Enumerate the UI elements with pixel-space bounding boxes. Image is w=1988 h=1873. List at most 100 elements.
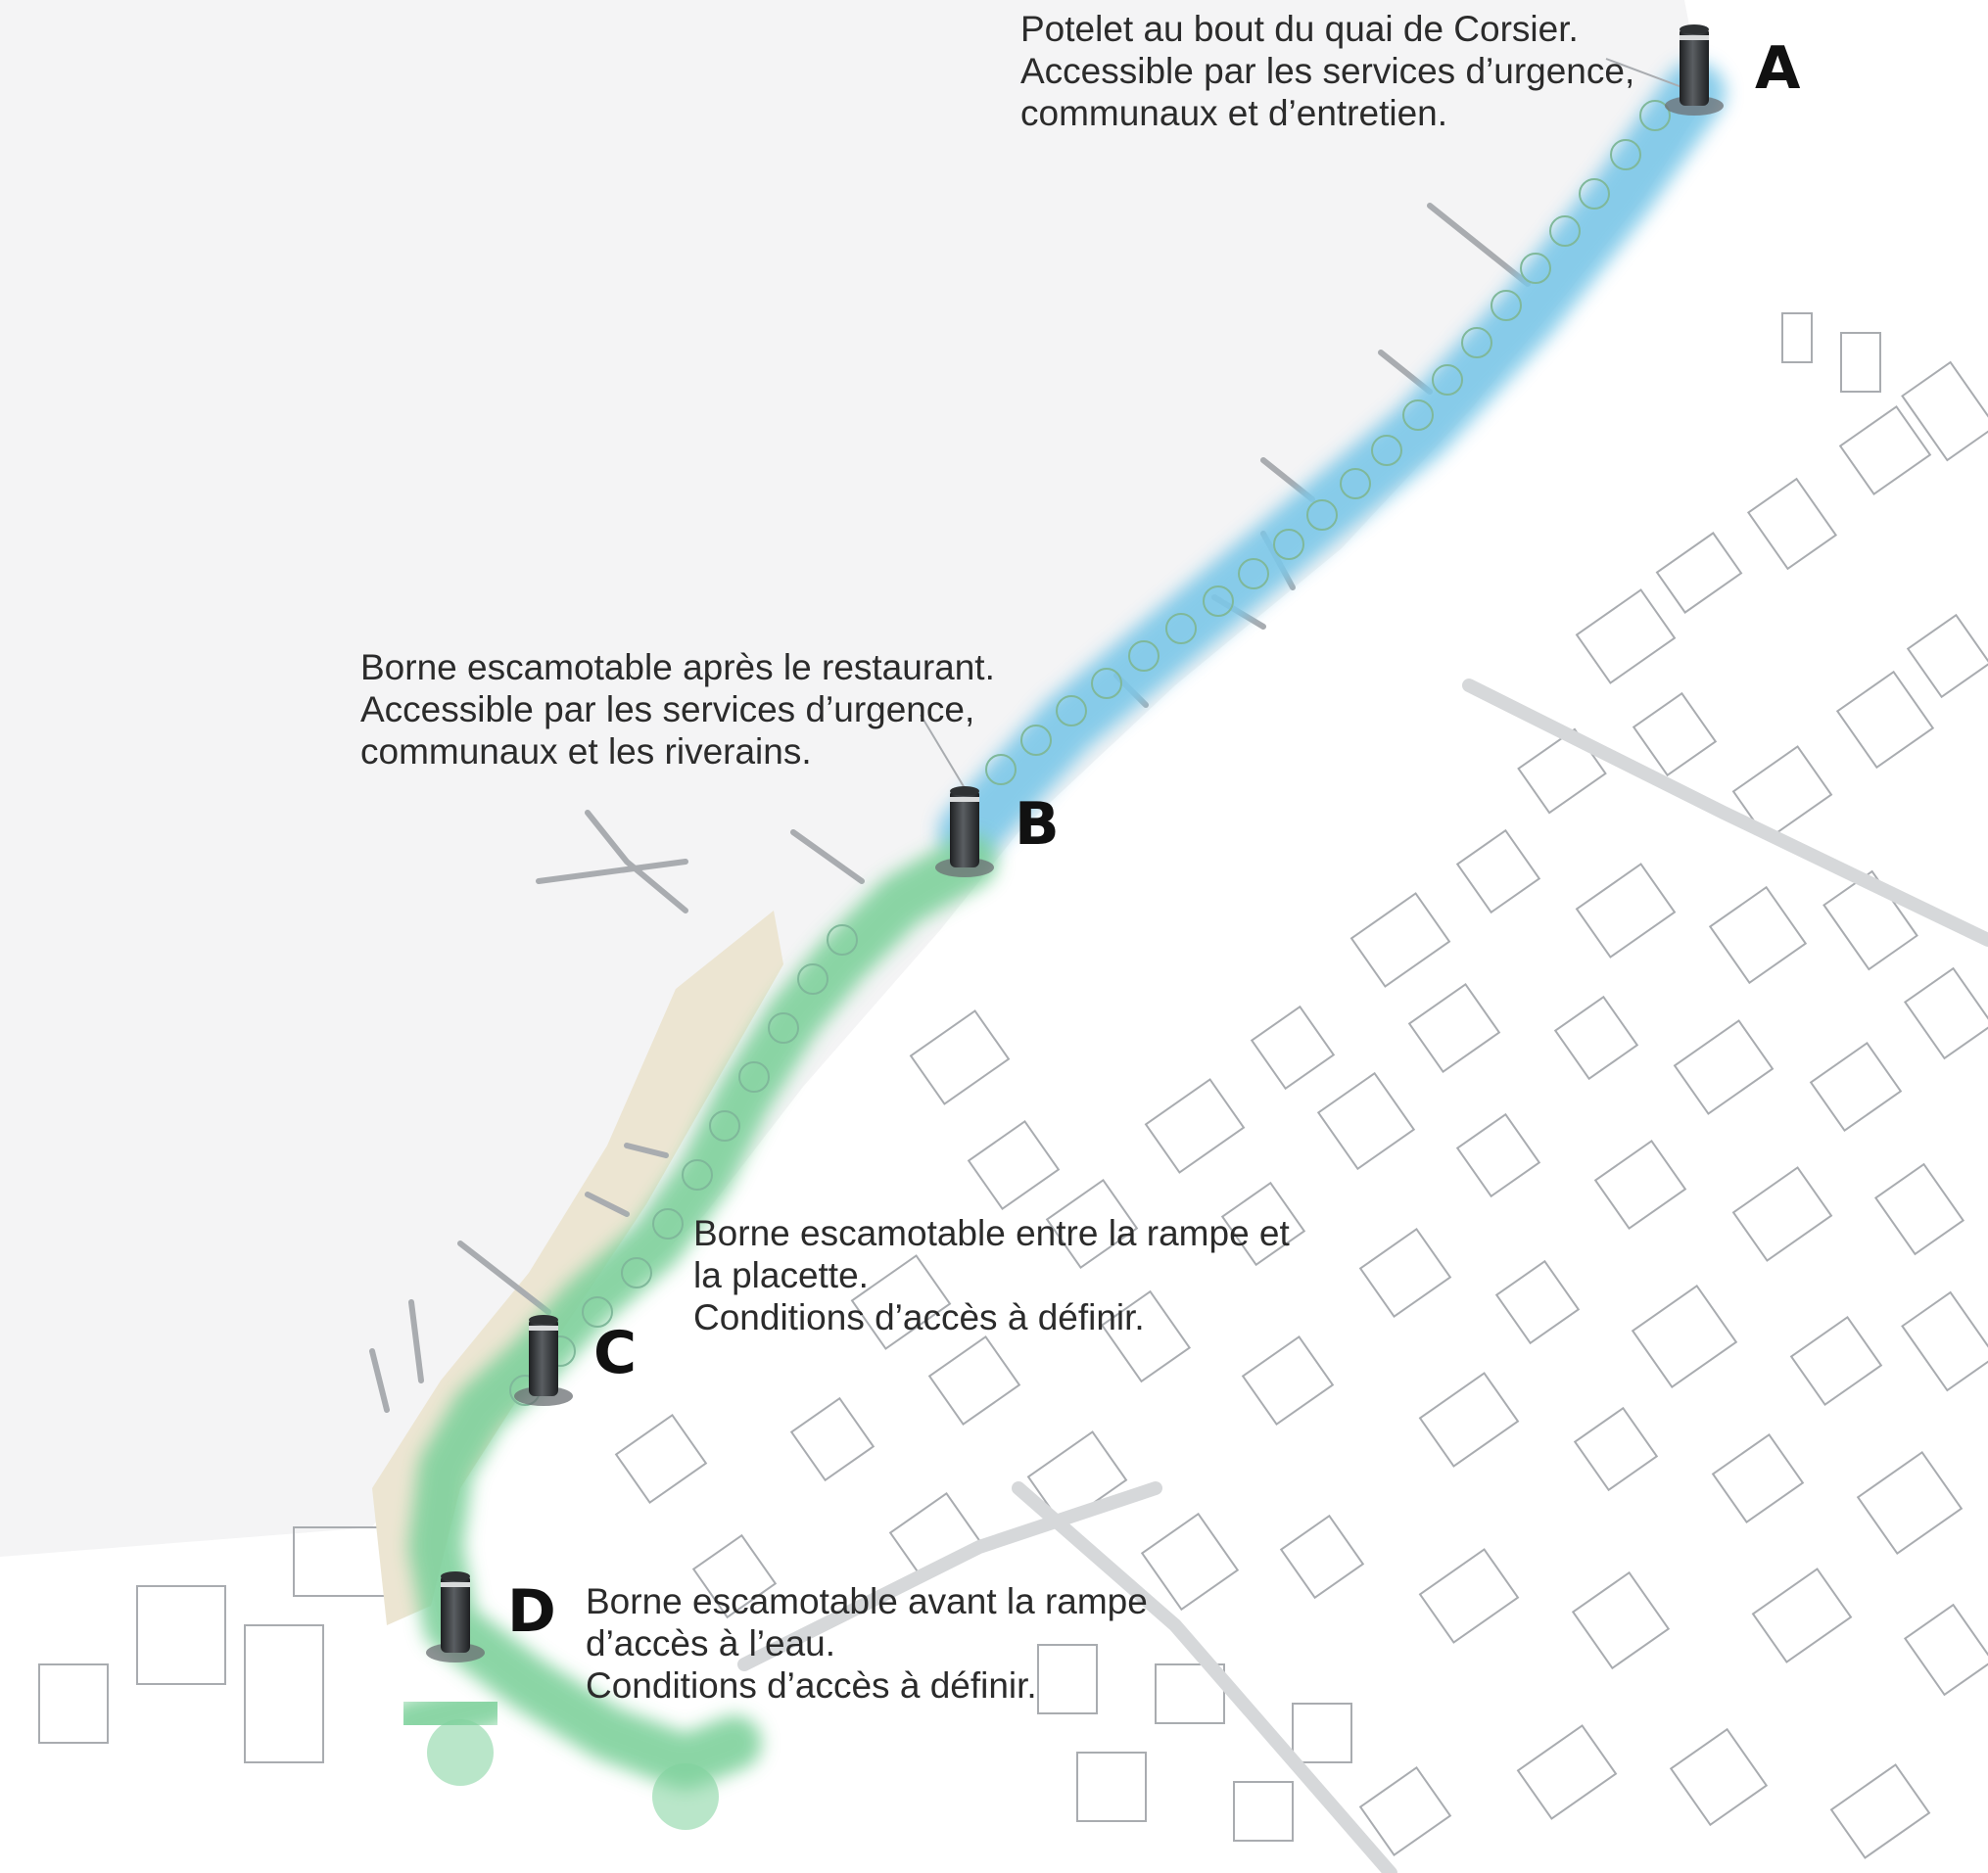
building xyxy=(1835,670,1935,770)
road-cross xyxy=(737,1481,1162,1671)
building xyxy=(1575,863,1677,959)
callout-line: Borne escamotable après le restaurant. xyxy=(360,647,995,687)
building xyxy=(1673,1019,1775,1115)
building xyxy=(1358,1765,1452,1857)
tree xyxy=(1520,253,1551,284)
building xyxy=(1746,477,1838,571)
building xyxy=(1655,532,1743,614)
building xyxy=(136,1585,226,1685)
bollard-icon xyxy=(514,1315,573,1406)
tree xyxy=(427,1719,494,1786)
building xyxy=(1045,1178,1139,1270)
point-label-c: C xyxy=(593,1319,638,1387)
tree xyxy=(738,1061,770,1093)
tree xyxy=(827,924,858,956)
building xyxy=(1789,1315,1883,1407)
building xyxy=(1906,613,1988,699)
tree xyxy=(1432,364,1463,396)
lake-area xyxy=(0,0,1704,1557)
building xyxy=(789,1396,876,1482)
pier xyxy=(790,829,865,884)
building xyxy=(38,1663,109,1744)
building xyxy=(1279,1514,1365,1600)
bollards-layer xyxy=(426,24,1724,1662)
callout-line: Accessible par les services d’urgence, xyxy=(360,689,975,729)
callout-line: Borne escamotable avant la rampe xyxy=(586,1581,1148,1621)
tree xyxy=(797,963,828,995)
building xyxy=(1631,1284,1738,1389)
pier xyxy=(536,859,688,884)
building xyxy=(1455,1112,1541,1198)
tree xyxy=(652,1208,684,1240)
callout-point-c: Borne escamotable entre la rampe et la p… xyxy=(693,1212,1290,1338)
building xyxy=(1731,745,1833,841)
point-label-d: D xyxy=(507,1577,556,1646)
tree xyxy=(1402,399,1434,431)
tree xyxy=(1371,435,1402,466)
building xyxy=(1751,1568,1853,1663)
building xyxy=(1829,1763,1931,1859)
tree xyxy=(1461,327,1492,358)
road-upper xyxy=(1462,679,1988,947)
building xyxy=(1516,1724,1618,1820)
building xyxy=(1711,1432,1805,1524)
callout-line: d’accès à l’eau. xyxy=(586,1623,836,1663)
callout-point-a: Potelet au bout du quai de Corsier. Acce… xyxy=(1020,8,1634,134)
building xyxy=(1731,1166,1833,1262)
building xyxy=(1037,1644,1098,1714)
pier xyxy=(585,1192,630,1217)
pier xyxy=(369,1348,390,1413)
tree xyxy=(582,1296,613,1328)
building xyxy=(1316,1071,1416,1171)
bollard-icon xyxy=(935,786,994,877)
tree xyxy=(1091,668,1122,699)
building xyxy=(1840,332,1881,393)
building xyxy=(927,1335,1021,1427)
building xyxy=(1632,691,1718,777)
tree xyxy=(1056,695,1087,726)
tree xyxy=(768,1012,799,1044)
tree xyxy=(1491,290,1522,321)
building xyxy=(1418,1372,1520,1468)
building xyxy=(1708,885,1808,985)
callout-line: Conditions d’accès à définir. xyxy=(693,1297,1145,1337)
tree xyxy=(1203,585,1234,617)
pier xyxy=(585,810,688,913)
leader-line-a xyxy=(1605,58,1685,89)
pier xyxy=(624,1143,669,1158)
point-label-a: A xyxy=(1755,34,1801,103)
building xyxy=(1349,892,1451,988)
building xyxy=(1903,1603,1988,1697)
pier xyxy=(1427,203,1531,287)
building xyxy=(244,1624,324,1763)
tree xyxy=(1273,529,1304,560)
building xyxy=(1250,1005,1336,1091)
building xyxy=(1901,1290,1988,1392)
callout-line: communaux et les riverains. xyxy=(360,731,812,772)
buildings-layer xyxy=(38,312,1988,1859)
callout-line: Accessible par les services d’urgence, xyxy=(1020,51,1635,91)
building xyxy=(1241,1335,1335,1427)
pier xyxy=(408,1299,424,1383)
building xyxy=(1553,995,1639,1081)
building xyxy=(1455,828,1541,914)
building xyxy=(1781,312,1813,363)
building xyxy=(1573,1406,1659,1492)
building xyxy=(1838,404,1932,496)
building xyxy=(1809,1041,1903,1133)
callout-line: Potelet au bout du quai de Corsier. xyxy=(1020,9,1579,49)
building xyxy=(691,1533,778,1619)
building xyxy=(909,1009,1011,1105)
building xyxy=(1669,1727,1769,1827)
tree xyxy=(1238,558,1269,589)
leader-line-b xyxy=(920,714,966,789)
building xyxy=(1155,1663,1225,1724)
building xyxy=(1100,1289,1192,1383)
bollard-icon xyxy=(1665,24,1724,116)
road-main xyxy=(1012,1481,1397,1873)
tree xyxy=(621,1257,652,1288)
roads-layer xyxy=(737,679,1988,1873)
building xyxy=(1076,1752,1147,1822)
